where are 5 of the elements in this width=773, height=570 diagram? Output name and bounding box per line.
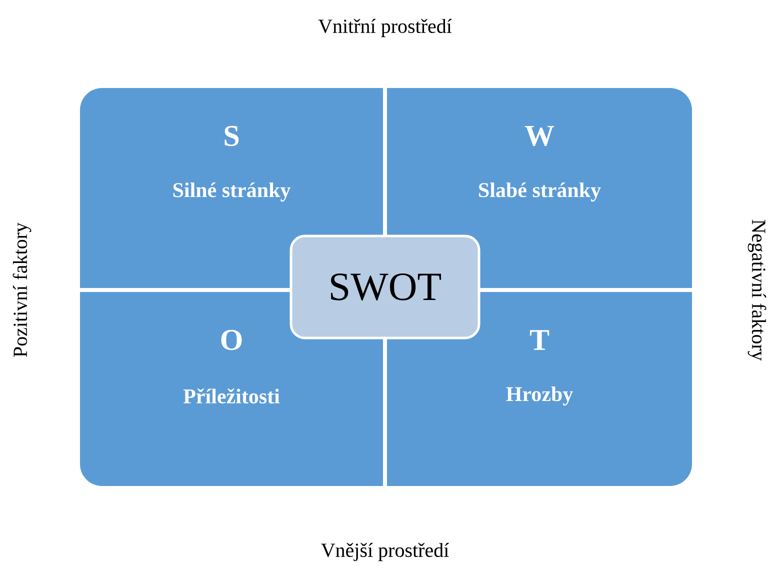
axis-label: Vnitřní prostředí (318, 18, 452, 38)
axis-label: Pozitivní faktory (12, 222, 32, 357)
axis-label: Negativní faktory (748, 220, 766, 361)
center-box: SWOT (290, 234, 480, 340)
axis-label: Vnější prostředí (321, 542, 449, 562)
